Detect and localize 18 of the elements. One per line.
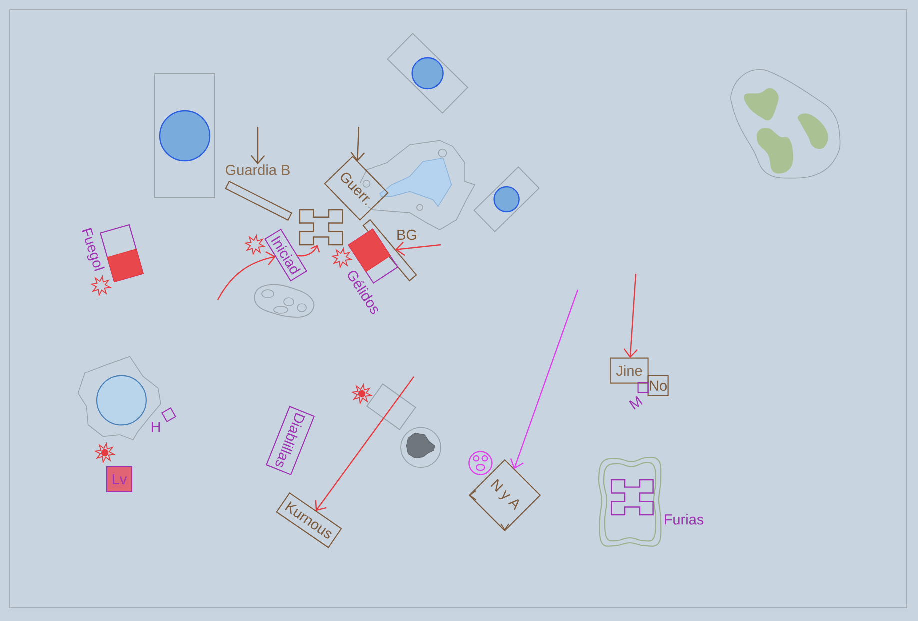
text-box: Lv bbox=[106, 466, 133, 493]
arrow bbox=[250, 127, 266, 165]
map-label: Guardia B bbox=[226, 164, 290, 176]
map-label: Furias bbox=[665, 514, 704, 525]
text-box: Jine bbox=[610, 358, 649, 384]
arrow bbox=[315, 376, 414, 512]
text-box: No bbox=[648, 375, 669, 397]
castle-symbol bbox=[299, 209, 344, 246]
arrow bbox=[510, 290, 579, 470]
map-label: M bbox=[629, 396, 643, 410]
arrow bbox=[217, 252, 276, 300]
arrow bbox=[350, 126, 366, 162]
arrow bbox=[624, 274, 638, 358]
arrow bbox=[395, 242, 442, 256]
map-label: BG bbox=[398, 230, 416, 240]
arrow bbox=[297, 244, 320, 257]
map-label: Fuegol bbox=[82, 228, 105, 272]
map-label: H bbox=[152, 422, 160, 432]
